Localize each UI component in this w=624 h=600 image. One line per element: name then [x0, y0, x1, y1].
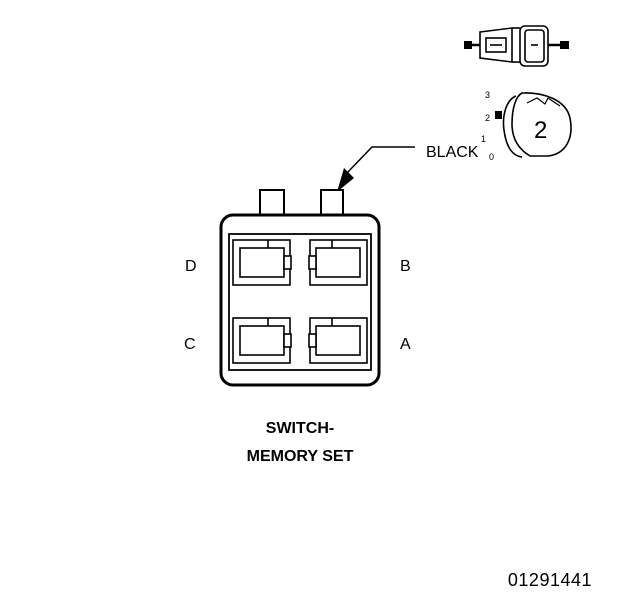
position-selected-number: 2 — [534, 117, 547, 144]
terminal-cavity-a — [308, 317, 368, 364]
figure-number: 01291441 — [508, 570, 592, 590]
connector-side-icon — [464, 25, 569, 67]
wire-color-label: BLACK — [426, 144, 479, 161]
connector-caption-line1: SWITCH- — [266, 420, 334, 437]
position-tick-3: 3 — [485, 90, 490, 100]
pin-label-a: A — [400, 336, 411, 353]
pin-label-d: D — [185, 258, 197, 275]
position-tick-1: 1 — [481, 134, 486, 144]
position-indicator-icon: 3 2 1 0 2 — [481, 90, 572, 162]
pin-label-b: B — [400, 258, 411, 275]
terminal-cavity-b — [308, 239, 368, 286]
terminal-cavity-d — [232, 239, 292, 286]
terminal-cavity-c — [232, 317, 292, 364]
connector-caption-line2: MEMORY SET — [247, 448, 354, 465]
position-tick-2: 2 — [485, 113, 490, 123]
pin-label-c: C — [184, 336, 196, 353]
position-tick-0: 0 — [489, 152, 494, 162]
wire-color-callout: BLACK — [337, 144, 479, 192]
